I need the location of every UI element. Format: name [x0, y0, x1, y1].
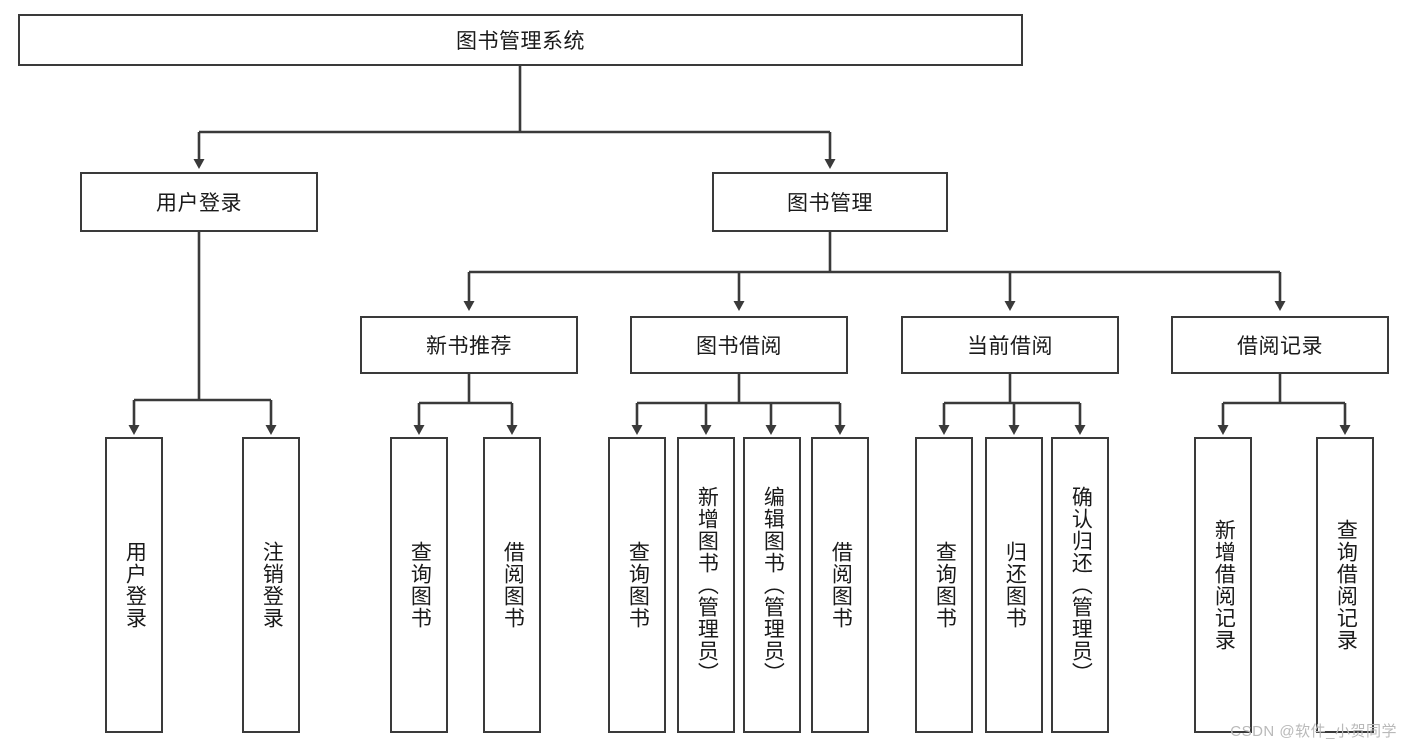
node-book-borrow-label: 图书借阅 [696, 335, 782, 358]
csdn-watermark: CSDN @软件_小贺同学 [1230, 723, 1397, 740]
node-book-manage[interactable]: 图书管理 [712, 172, 948, 232]
node-book-borrow[interactable]: 图书借阅 [630, 316, 848, 374]
node-book-manage-label: 图书管理 [787, 192, 873, 215]
leaf-user-login[interactable]: 用户登录 [105, 437, 163, 733]
leaf-query-record[interactable]: 查询借阅记录 [1316, 437, 1374, 733]
node-new-book-rec-label: 新书推荐 [426, 335, 512, 358]
leaf-query-record-label: 查询借阅记录 [1334, 519, 1358, 651]
leaf-user-logout[interactable]: 注销登录 [242, 437, 300, 733]
leaf-query-book-3-label: 查询图书 [933, 541, 957, 629]
leaf-query-book-2-label: 查询图书 [626, 541, 650, 629]
leaf-query-book-1[interactable]: 查询图书 [390, 437, 448, 733]
leaf-edit-book-label: 编辑图书（管理员） [761, 486, 785, 684]
leaf-user-logout-label: 注销登录 [260, 541, 284, 629]
leaf-borrow-book-2-label: 借阅图书 [829, 541, 853, 629]
leaf-add-book[interactable]: 新增图书（管理员） [677, 437, 735, 733]
node-borrow-record[interactable]: 借阅记录 [1171, 316, 1389, 374]
node-new-book-rec[interactable]: 新书推荐 [360, 316, 578, 374]
leaf-edit-book[interactable]: 编辑图书（管理员） [743, 437, 801, 733]
leaf-add-book-label: 新增图书（管理员） [695, 486, 719, 684]
leaf-confirm-return-label: 确认归还（管理员） [1069, 486, 1093, 684]
leaf-borrow-book-2[interactable]: 借阅图书 [811, 437, 869, 733]
node-root-label: 图书管理系统 [456, 30, 585, 53]
leaf-borrow-book-1[interactable]: 借阅图书 [483, 437, 541, 733]
leaf-user-login-label: 用户登录 [123, 541, 147, 629]
node-user-login-label: 用户登录 [156, 192, 242, 215]
leaf-return-book-label: 归还图书 [1003, 541, 1027, 629]
node-current-borrow-label: 当前借阅 [967, 335, 1053, 358]
node-root[interactable]: 图书管理系统 [18, 14, 1023, 66]
node-user-login[interactable]: 用户登录 [80, 172, 318, 232]
leaf-return-book[interactable]: 归还图书 [985, 437, 1043, 733]
node-current-borrow[interactable]: 当前借阅 [901, 316, 1119, 374]
leaf-add-record-label: 新增借阅记录 [1212, 519, 1236, 651]
leaf-query-book-2[interactable]: 查询图书 [608, 437, 666, 733]
leaf-query-book-3[interactable]: 查询图书 [915, 437, 973, 733]
leaf-confirm-return[interactable]: 确认归还（管理员） [1051, 437, 1109, 733]
leaf-query-book-1-label: 查询图书 [408, 541, 432, 629]
leaf-borrow-book-1-label: 借阅图书 [501, 541, 525, 629]
node-borrow-record-label: 借阅记录 [1237, 335, 1323, 358]
leaf-add-record[interactable]: 新增借阅记录 [1194, 437, 1252, 733]
